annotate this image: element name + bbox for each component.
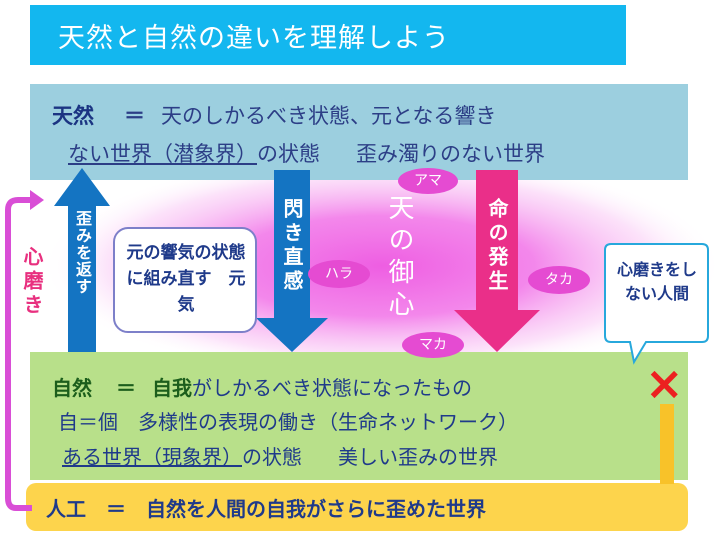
nature-line-1: 自然 ＝ 自我がしかるべき状態になったもの bbox=[52, 372, 472, 401]
heaven-equals: ＝ bbox=[124, 104, 145, 128]
title-bar bbox=[30, 5, 626, 65]
nature-beautiful-label: 美しい歪みの世界 bbox=[338, 445, 498, 469]
nature-ego: 自我 bbox=[152, 376, 192, 400]
callout-bubble bbox=[604, 243, 709, 365]
nature-definition: がしかるべき状態になったもの bbox=[192, 376, 472, 400]
heaven-line-1: 天然 ＝ 天のしかるべき状態、元となる響き bbox=[52, 100, 496, 130]
artificial-box bbox=[26, 483, 688, 531]
heaven-term: 天然 bbox=[52, 104, 94, 128]
nature-term: 自然 bbox=[52, 376, 92, 400]
restore-box-text: 元の響気の状態に組み直す 元気 bbox=[126, 243, 246, 315]
intuition-arrow-label: 閃き直感 bbox=[280, 198, 304, 294]
life-down-arrow bbox=[454, 170, 540, 352]
oval-ama: アマ bbox=[398, 168, 458, 194]
nature-line-3: ある世界（現象界）の状態 美しい歪みの世界 bbox=[62, 441, 498, 470]
intuition-down-arrow bbox=[256, 170, 328, 352]
callout-text: 心磨きをしない人間 bbox=[616, 260, 697, 303]
life-arrow-label: 命の発生 bbox=[485, 198, 509, 294]
heaven-undistorted-label: 歪み濁りのない世界 bbox=[356, 142, 545, 166]
orange-up-bar bbox=[660, 404, 674, 484]
heart-of-heaven-label: 天の御心 bbox=[384, 194, 414, 322]
restore-box-frame bbox=[113, 227, 257, 333]
heaven-definition: 天のしかるべき状態、元となる響き bbox=[161, 104, 497, 128]
nature-state-label: の状態 bbox=[242, 445, 302, 469]
polish-side-label: 心磨き bbox=[20, 246, 44, 318]
page-title: 天然と自然の違いを理解しよう bbox=[58, 23, 450, 54]
nature-diversity-label: 自＝個 多様性の表現の働き（生命ネットワーク） bbox=[58, 410, 518, 434]
oval-maka: マカ bbox=[402, 332, 464, 358]
oval-hara: ハラ bbox=[308, 260, 370, 288]
nature-equals: ＝ bbox=[116, 376, 136, 400]
nature-box bbox=[30, 352, 688, 480]
heaven-box bbox=[30, 84, 688, 180]
x-mark: × bbox=[645, 356, 684, 410]
oval-taka: タカ bbox=[528, 266, 590, 294]
polish-loop-arrow bbox=[5, 197, 32, 511]
artificial-definition: 人工 ＝ 自然を人間の自我がさらに歪めた世界 bbox=[46, 497, 486, 521]
heaven-line-2: ない世界（潜象界）の状態 歪み濁りのない世界 bbox=[68, 138, 545, 168]
return-arrow-label: 歪みを返す bbox=[73, 210, 92, 295]
polish-loop-arrowhead bbox=[30, 190, 44, 210]
heaven-state-label: の状態 bbox=[257, 142, 320, 166]
return-up-arrow bbox=[54, 168, 110, 352]
nature-line-2: 自＝個 多様性の表現の働き（生命ネットワーク） bbox=[58, 406, 518, 435]
latent-world-link[interactable]: ない世界（潜象界） bbox=[68, 142, 257, 166]
phenomenal-world-link[interactable]: ある世界（現象界） bbox=[62, 445, 242, 469]
